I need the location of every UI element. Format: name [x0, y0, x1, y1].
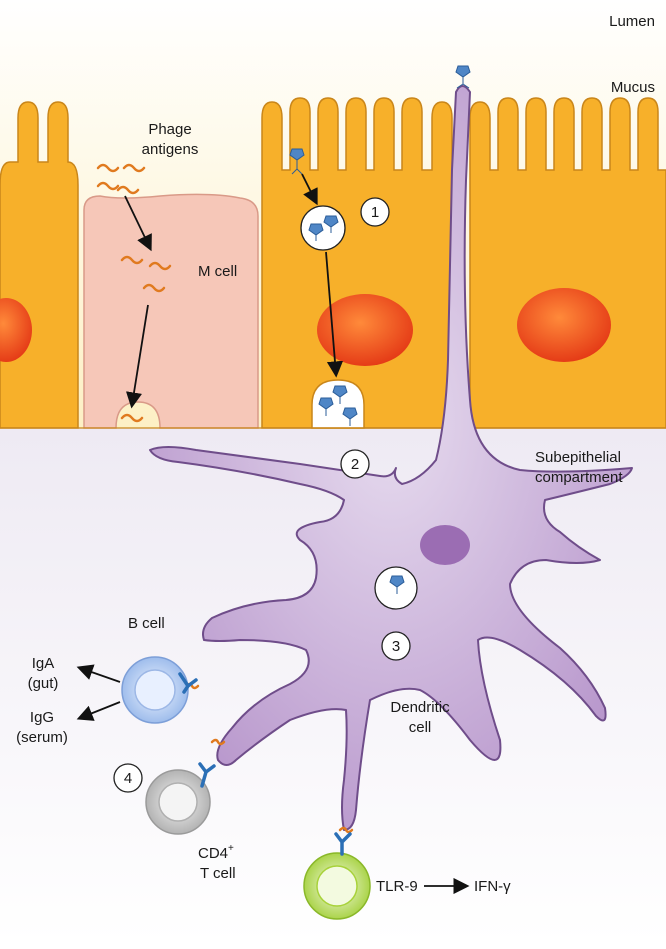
- phage-antigens-label-line1: Phage: [148, 121, 191, 138]
- dendritic-cell: [149, 85, 633, 831]
- nucleus-left: [0, 298, 32, 362]
- dendritic-cell-body: [149, 85, 633, 831]
- b-cell-label: B cell: [128, 615, 165, 632]
- step-1-label: 1: [371, 204, 379, 221]
- subepithelial-label-line2: compartment: [535, 469, 623, 486]
- phage-icon: [318, 397, 334, 416]
- phage-icon: [342, 407, 358, 426]
- step-2-circle: [340, 449, 370, 479]
- phage-antigens-label-line2: antigens: [142, 141, 199, 158]
- b-cell-antibody-icon: [178, 672, 198, 694]
- step-1-circle: [360, 197, 390, 227]
- dendritic-cell-label-line2: cell: [409, 719, 432, 736]
- nucleus-middle: [317, 294, 413, 366]
- t-cell-receptor-icon: [198, 762, 216, 788]
- m-cell-label: M cell: [198, 263, 237, 280]
- dendritic-nucleus: [420, 525, 470, 565]
- epithelial-layer: [0, 97, 666, 429]
- phage-icon: [289, 148, 305, 175]
- phage-icon: [389, 575, 405, 594]
- cd4-label: CD4+: [198, 843, 234, 862]
- ifn-gamma-label: IFN-γ: [474, 878, 511, 895]
- cd4-superscript: +: [228, 843, 234, 854]
- m-cell: [83, 193, 259, 429]
- step-4-circle: [113, 763, 143, 793]
- igg-label-line1: IgG: [30, 709, 54, 726]
- step-markers: 1 2 3 4: [113, 197, 411, 793]
- vesicle-phages: [308, 215, 339, 241]
- phage-antigens: [96, 163, 354, 834]
- endosome-vesicle: [300, 205, 346, 251]
- tlr9-label: TLR-9: [376, 878, 418, 895]
- tlr9-cell: [303, 832, 371, 920]
- step-3-circle: [381, 631, 411, 661]
- lumen-label: Lumen: [609, 13, 655, 30]
- subepithelial-label-line1: Subepithelial: [535, 449, 621, 466]
- phage-icon: [332, 385, 348, 404]
- iga-label-line1: IgA: [32, 655, 55, 672]
- phagosome: [374, 566, 418, 610]
- iga-label-line2: (gut): [28, 675, 59, 692]
- cd4-t-cell: [145, 762, 216, 835]
- step-2-label: 2: [351, 456, 359, 473]
- dendritic-cell-label-line1: Dendritic: [390, 699, 450, 716]
- tlr9-receptor-icon: [334, 832, 352, 856]
- phage-icon: [455, 65, 471, 89]
- b-cell: [121, 656, 198, 724]
- step-4-label: 4: [124, 770, 132, 787]
- step-3-label: 3: [392, 638, 400, 655]
- t-cell-label: T cell: [200, 865, 236, 882]
- nucleus-right: [517, 288, 611, 362]
- pathway-arrows: [76, 173, 470, 895]
- igg-label-line2: (serum): [16, 729, 68, 746]
- cd4-text: CD4: [198, 845, 228, 862]
- mucus-label: Mucus: [611, 79, 655, 96]
- enterocyte-right: [469, 97, 666, 429]
